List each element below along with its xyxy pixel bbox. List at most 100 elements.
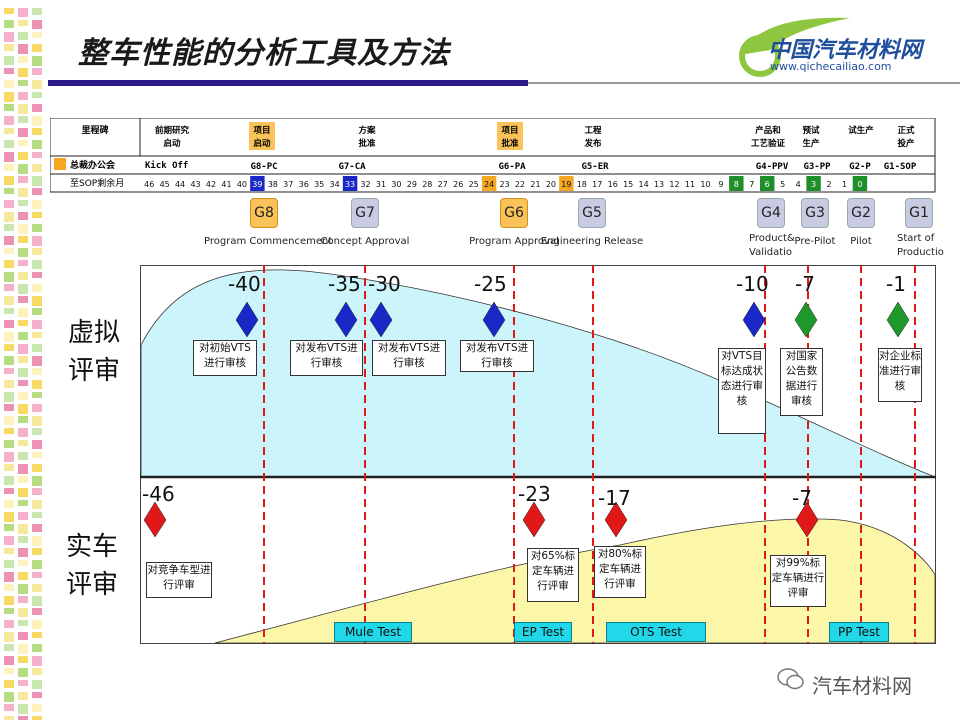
gate-code: G3-PP [803,162,831,172]
real-review-month: -23 [518,482,551,506]
table-label-months: 至SOP剩余月 [70,177,124,189]
month-cell: 27 [438,180,448,189]
gate-code: G4-PPV [756,162,789,172]
virtual-review-box: 对企业标准进行审核 [878,348,922,402]
month-cell: 12 [669,180,679,189]
test-bar-1: Mule Test [334,622,412,642]
month-highlight [250,176,265,191]
month-cell: 11 [685,180,695,189]
month-cell: 20 [546,180,556,189]
gate-code: G1-SOP [884,162,917,172]
virtual-review-month: -30 [368,272,401,296]
test-bar-3: OTS Test [606,622,706,642]
footer-brand: 汽车材料网 [812,674,912,698]
kickoff-label: Kick Off [145,160,188,171]
virtual-review-box: 对国家公告数据进行审核 [780,348,823,416]
month-cell: 14 [639,180,649,189]
month-cell: 10 [700,180,710,189]
real-review-box: 对竞争车型进行评审 [146,562,212,598]
month-cell: 4 [796,180,801,189]
real-review-diamond-icon [522,502,546,538]
month-cell: 7 [749,180,754,189]
virtual-review-diamond-icon [334,302,358,338]
logo-swoosh-icon [739,17,850,77]
table-label-president: 总裁办公会 [70,159,116,171]
gate-code: G8-PC [250,162,277,172]
month-cell: 35 [314,180,324,189]
month-cell: 21 [530,180,540,189]
month-cell: 33 [345,180,355,189]
title-underline [48,80,960,86]
real-review-label-1: 实车 [66,532,119,562]
month-cell: 0 [857,180,862,189]
month-cell: 37 [283,180,293,189]
month-cell: 26 [453,180,463,189]
month-highlight [806,176,821,191]
virtual-review-diamond-icon [794,302,818,338]
milestone-header-l1: 方案 [358,125,376,136]
month-cell: 5 [780,180,785,189]
real-review-box: 对80%标定车辆进行评审 [594,546,646,598]
milestone-header-l2: 启动 [253,138,271,149]
left-stripe-decoration [0,0,48,720]
milestone-header-l2: 投产 [897,138,915,149]
month-cell: 15 [623,180,633,189]
month-cell: 38 [268,180,278,189]
month-cell: 9 [718,180,723,189]
virtual-review-box: 对发布VTS进行审核 [290,340,363,376]
gate-label-1: Product& [749,233,795,244]
logo-url: www.qichecailiao.com [770,60,892,73]
virtual-review-box: 对初始VTS进行审核 [193,340,257,376]
virtual-review-month: -25 [474,272,507,296]
virtual-review-label-2: 评审 [68,356,121,386]
month-highlight [342,176,358,191]
virtual-review-diamond-icon [369,302,393,338]
month-cell: 29 [407,180,417,189]
gate-badge-g7: G7 [351,198,379,228]
month-cell: 23 [499,180,509,189]
gate-code: G2-P [849,162,871,172]
virtual-review-month: -10 [736,272,769,296]
milestone-header-l1: 正式 [897,125,915,136]
month-cell: 22 [515,180,525,189]
milestone-header-l2: 生产 [802,138,820,149]
month-cell: 30 [391,180,401,189]
virtual-review-box: 对发布VTS进行审核 [460,340,534,372]
milestone-header-l1: 产品和 [755,125,781,136]
gate-label: Pilot [850,236,872,247]
gate-label: Program Commencement [204,236,333,247]
gate-code: G5-ER [581,162,609,172]
milestone-header-l1: 预试 [802,125,820,136]
month-cell: 45 [160,180,170,189]
gate-badge-g3: G3 [801,198,829,228]
milestone-highlight [249,122,275,150]
month-cell: 16 [608,180,618,189]
gate-label-2: Validatio [749,247,793,258]
month-cell: 31 [376,180,386,189]
gate-label-1: Start of [897,233,935,244]
virtual-review-month: -7 [795,272,815,296]
logo-name: 中国汽车材料网 [768,38,923,63]
gate-code: G6-PA [498,162,526,172]
month-cell: 8 [734,180,739,189]
month-cell: 28 [422,180,432,189]
virtual-review-box: 对发布VTS进行审核 [372,340,446,376]
milestone-header-l2: 批准 [358,138,376,149]
table-label-milestone: 里程碑 [81,124,108,136]
virtual-review-diamond-icon [482,302,506,338]
month-highlight [559,176,574,191]
gate-badge-g2: G2 [847,198,875,228]
month-cell: 36 [299,180,309,189]
test-bar-4: PP Test [829,622,889,642]
milestone-header-l2: 工艺验证 [751,138,786,149]
virtual-review-label-1: 虚拟 [68,318,121,348]
virtual-review-box: 对VTS目标达成状态进行审核 [718,348,766,434]
milestone-header-l1: 项目 [253,126,270,136]
virtual-review-month: -35 [328,272,361,296]
gate-badge-g8: G8 [250,198,278,228]
gate-code: G7-CA [338,162,366,172]
virtual-review-diamond-icon [742,302,766,338]
real-review-diamond-icon [604,502,628,538]
real-review-month: -17 [598,486,631,510]
